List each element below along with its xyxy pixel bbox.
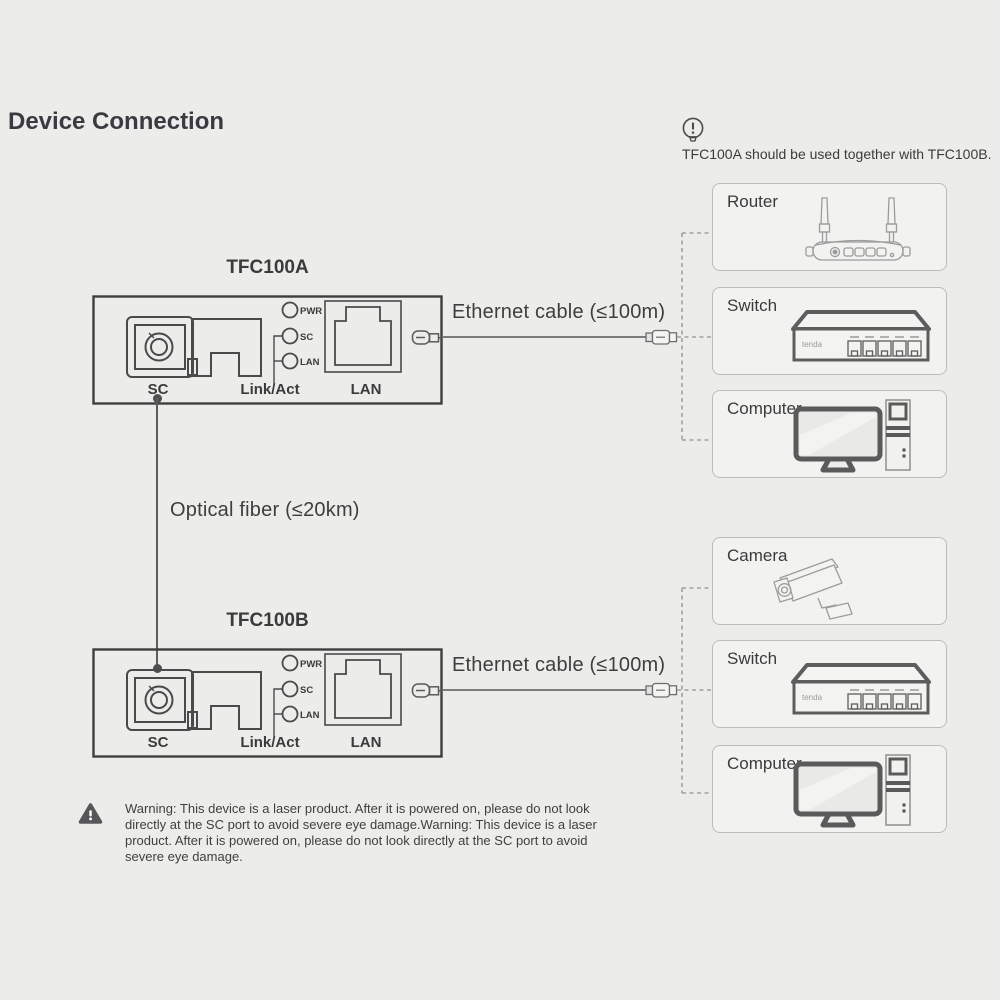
router-label: Router bbox=[727, 192, 779, 211]
ethernet-cable-a-label: Ethernet cable (≤100m) bbox=[452, 301, 666, 323]
led-lan-label: LAN bbox=[300, 710, 320, 721]
peripheral-box-switch-b: Switch tenda bbox=[712, 640, 947, 728]
warning-line: product. After it is powered on, please … bbox=[125, 832, 588, 848]
warning-line: Warning: This device is a laser product.… bbox=[125, 801, 590, 816]
sc-port-label: SC bbox=[148, 381, 169, 398]
camera-label: Camera bbox=[727, 546, 788, 565]
ethernet-cable-a-line bbox=[443, 336, 647, 339]
media-converter-a: SC Link/Act LAN PWR SC LAN bbox=[92, 295, 443, 405]
led-pwr-label: PWR bbox=[300, 659, 322, 670]
media-converter-b: SC Link/Act LAN PWR SC LAN bbox=[92, 648, 443, 758]
computer-icon bbox=[793, 754, 911, 828]
sc-connector-drawing bbox=[126, 316, 262, 378]
led-indicators bbox=[273, 301, 299, 383]
sc-port-label: SC bbox=[148, 734, 169, 751]
led-sc-label: SC bbox=[300, 332, 313, 343]
computer-label: Computer bbox=[727, 754, 802, 773]
converter-a-title: TFC100A bbox=[226, 257, 309, 278]
ethernet-plug-a-icon bbox=[645, 329, 678, 345]
optical-fiber-label: Optical fiber (≤20km) bbox=[170, 499, 360, 521]
fiber-endpoint-b bbox=[152, 664, 162, 673]
rj45-jack-drawing bbox=[324, 300, 402, 373]
led-lan-label: LAN bbox=[300, 357, 320, 368]
sc-connector-drawing bbox=[126, 669, 262, 731]
page-title: Device Connection bbox=[8, 108, 225, 135]
lan-port-label: LAN bbox=[351, 734, 382, 751]
warning-line: severe eye damage. bbox=[125, 848, 243, 864]
ethernet-plug-b-device-end-icon bbox=[411, 683, 442, 698]
switch-brand-text: tenda bbox=[802, 340, 823, 349]
peripheral-box-switch-a: Switch tenda bbox=[712, 287, 947, 375]
led-pwr-label: PWR bbox=[300, 306, 322, 317]
ethernet-cable-b-label: Ethernet cable (≤100m) bbox=[452, 654, 666, 676]
switch-label: Switch bbox=[727, 649, 778, 668]
led-sc-label: SC bbox=[300, 685, 313, 696]
switch-icon: tenda bbox=[791, 310, 931, 362]
note-text: TFC100A should be used together with TFC… bbox=[682, 146, 992, 162]
connector-tree-a bbox=[677, 232, 712, 441]
linkact-label: Link/Act bbox=[240, 381, 299, 398]
rj45-jack-drawing bbox=[324, 653, 402, 726]
warning-line: directly at the SC port to avoid severe … bbox=[125, 816, 597, 832]
camera-icon bbox=[773, 558, 853, 620]
connector-tree-b bbox=[677, 587, 712, 794]
converter-b-title: TFC100B bbox=[226, 610, 309, 631]
warning-icon bbox=[78, 803, 103, 824]
optical-fiber-line bbox=[156, 398, 159, 668]
ethernet-cable-b-line bbox=[443, 689, 647, 692]
switch-brand-text: tenda bbox=[802, 693, 823, 702]
ethernet-plug-a-device-end-icon bbox=[411, 330, 442, 345]
warning-text: Warning: This device is a laser product.… bbox=[125, 801, 645, 865]
router-icon bbox=[805, 197, 911, 261]
peripheral-box-router: Router bbox=[712, 183, 947, 271]
computer-icon bbox=[793, 399, 911, 473]
linkact-label: Link/Act bbox=[240, 734, 299, 751]
switch-label: Switch bbox=[727, 296, 778, 315]
computer-label: Computer bbox=[727, 399, 802, 418]
note-icon bbox=[682, 117, 704, 142]
peripheral-box-camera: Camera bbox=[712, 537, 947, 625]
peripheral-box-computer-a: Computer bbox=[712, 390, 947, 478]
led-indicators bbox=[273, 654, 299, 736]
peripheral-box-computer-b: Computer bbox=[712, 745, 947, 833]
switch-icon: tenda bbox=[791, 663, 931, 715]
lan-port-label: LAN bbox=[351, 381, 382, 398]
ethernet-plug-b-icon bbox=[645, 682, 678, 698]
